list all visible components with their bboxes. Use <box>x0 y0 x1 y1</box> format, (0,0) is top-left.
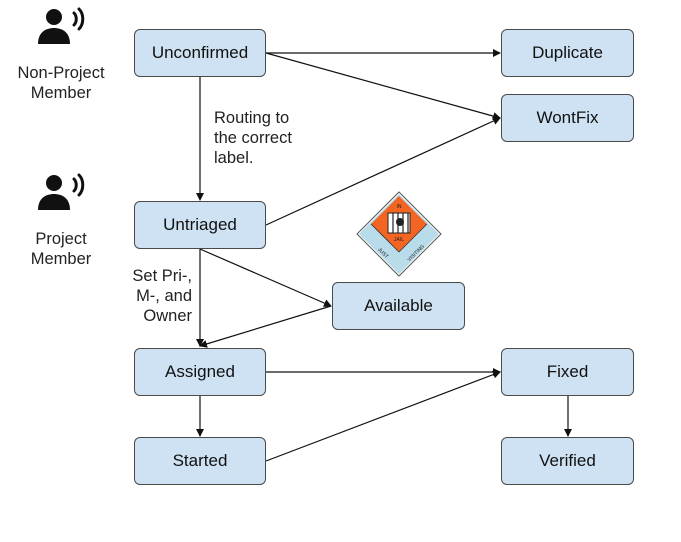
person-speaking-icon <box>38 7 85 44</box>
role-non-project-member: Non-Project Member <box>17 64 105 102</box>
state-assigned: Assigned <box>134 348 266 396</box>
badge-text-top: IN <box>397 204 402 210</box>
state-verified: Verified <box>501 437 634 485</box>
edge-started-fixed <box>265 370 501 462</box>
badge-text-middle: JAIL <box>394 237 404 243</box>
state-wontfix: WontFix <box>501 94 634 142</box>
edge-available-assigned <box>199 305 332 348</box>
edge-label-routing: Routing to the correct label. <box>214 109 292 167</box>
role-project-member: Project Member <box>30 230 92 268</box>
state-untriaged: Untriaged <box>134 201 266 249</box>
state-unconfirmed: Unconfirmed <box>134 29 266 77</box>
state-fixed: Fixed <box>501 348 634 396</box>
state-duplicate: Duplicate <box>501 29 634 77</box>
state-available: Available <box>332 282 465 330</box>
edge-untriaged-available <box>199 248 332 307</box>
in-jail-badge-icon: IN JAIL JUST VISITING <box>356 191 442 277</box>
edge-untriaged-wontfix <box>265 117 501 226</box>
state-started: Started <box>134 437 266 485</box>
person-speaking-icon <box>38 173 85 210</box>
edge-unconfirmed-wontfix <box>265 52 501 120</box>
edge-label-set-priority: Set Pri-, M-, and Owner <box>132 267 192 325</box>
